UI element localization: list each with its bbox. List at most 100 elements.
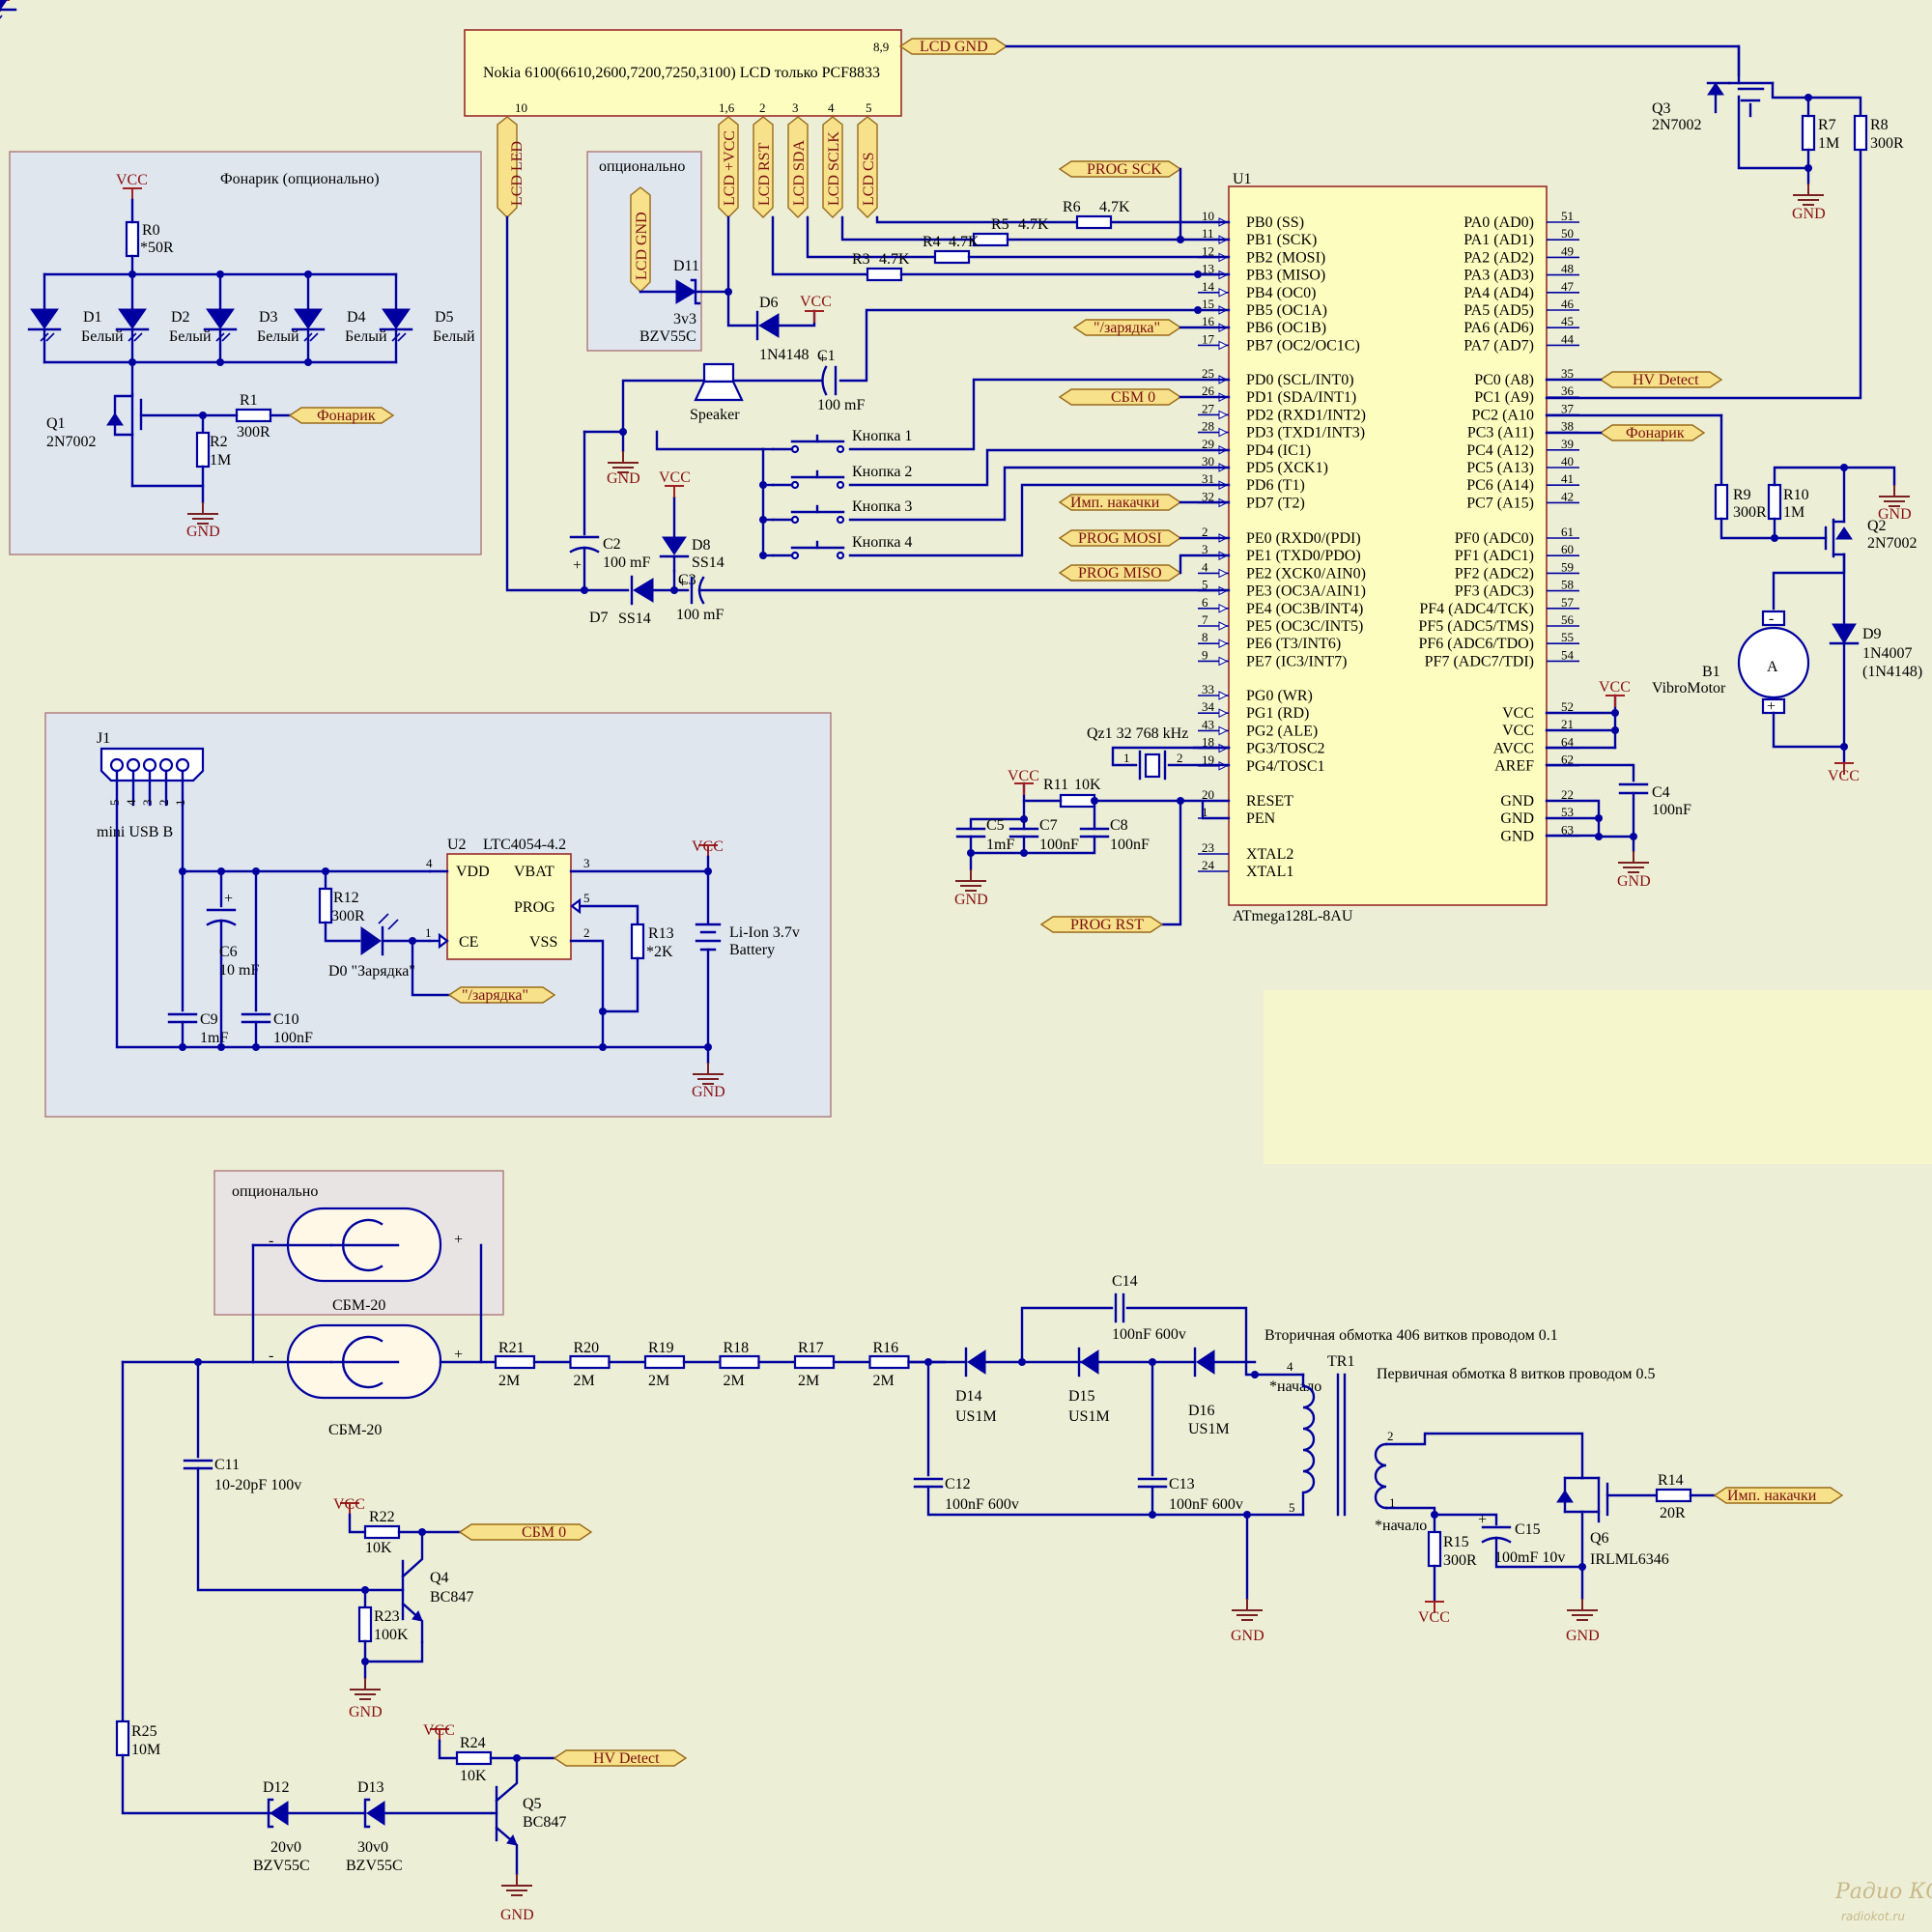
svg-text:PROG SCK: PROG SCK <box>1087 161 1162 178</box>
svg-text:14: 14 <box>1202 279 1215 294</box>
svg-text:BZV55C: BZV55C <box>639 328 696 345</box>
svg-text:Белый: Белый <box>433 328 475 345</box>
svg-text:GND: GND <box>186 524 220 540</box>
d6-diode <box>755 310 780 341</box>
svg-text:D14: D14 <box>955 1388 982 1405</box>
svg-text:R13: R13 <box>648 925 674 942</box>
svg-text:2: 2 <box>1202 525 1208 539</box>
svg-text:*50R: *50R <box>140 240 174 256</box>
svg-text:37: 37 <box>1561 401 1575 415</box>
svg-text:Фонарик: Фонарик <box>1626 425 1685 441</box>
svg-text:+: + <box>224 891 233 907</box>
svg-text:VBAT: VBAT <box>514 864 554 880</box>
svg-text:R6: R6 <box>1063 199 1081 215</box>
svg-text:24: 24 <box>1202 858 1215 872</box>
svg-text:D5: D5 <box>435 309 454 326</box>
svg-text:10 mF: 10 mF <box>219 962 259 979</box>
svg-text:44: 44 <box>1561 331 1575 346</box>
svg-text:7: 7 <box>1202 612 1208 627</box>
svg-text:VCC: VCC <box>423 1722 455 1739</box>
svg-text:3: 3 <box>1202 542 1208 556</box>
push-button-4: Кнопка 4 <box>759 534 912 560</box>
svg-text:32: 32 <box>1202 489 1214 503</box>
svg-text:PEN: PEN <box>1246 810 1276 827</box>
svg-text:56: 56 <box>1561 612 1575 627</box>
transformer-tr1 <box>1301 1373 1388 1517</box>
svg-text:4.7K: 4.7K <box>949 234 980 250</box>
svg-text:PF5 (ADC5/TMS): PF5 (ADC5/TMS) <box>1418 618 1534 635</box>
svg-text:PE1 (TXD0/PDO): PE1 (TXD0/PDO) <box>1246 548 1361 564</box>
svg-text:Q5: Q5 <box>523 1796 542 1812</box>
d7-diode <box>630 575 654 606</box>
svg-text:26: 26 <box>1202 384 1215 398</box>
svg-text:VCC: VCC <box>333 1496 365 1513</box>
flag-fonarik-right: Фонарик <box>1599 424 1706 441</box>
svg-text:PG2 (ALE): PG2 (ALE) <box>1246 723 1318 739</box>
svg-text:VCC: VCC <box>692 838 724 855</box>
svg-text:6: 6 <box>1202 595 1208 610</box>
lcd-pin-sclk: 4 <box>828 100 835 115</box>
svg-text:PC7 (A15): PC7 (A15) <box>1466 495 1534 511</box>
svg-text:Li-Ion 3.7v: Li-Ion 3.7v <box>729 924 800 941</box>
svg-text:СБМ-20: СБМ-20 <box>328 1422 382 1438</box>
flag-prog-miso: PROG MISO <box>1058 564 1182 582</box>
flag-lcd-vcc: LCD +VCC <box>718 116 739 218</box>
svg-text:64: 64 <box>1561 734 1575 749</box>
svg-text:IRLML6346: IRLML6346 <box>1590 1551 1669 1568</box>
svg-text:+: + <box>818 351 827 367</box>
d12-zener <box>267 1798 289 1829</box>
svg-text:1N4007: 1N4007 <box>1862 645 1913 662</box>
flag-lcd-gnd: LCD GND <box>898 38 1009 55</box>
svg-text:C8: C8 <box>1110 817 1128 834</box>
svg-text:R12: R12 <box>333 890 359 906</box>
svg-text:38: 38 <box>1561 419 1574 434</box>
svg-text:C11: C11 <box>214 1457 240 1473</box>
svg-text:PF2 (ADC2): PF2 (ADC2) <box>1455 565 1534 582</box>
watermark-url: radiokot.ru <box>1841 1910 1905 1923</box>
svg-text:D16: D16 <box>1188 1403 1215 1419</box>
svg-text:1: 1 <box>173 800 187 807</box>
optional-sbm-panel <box>213 1170 504 1316</box>
svg-text:PF4 (ADC4/TCK): PF4 (ADC4/TCK) <box>1419 601 1534 617</box>
svg-text:62: 62 <box>1561 753 1574 767</box>
q3-mosfet <box>1706 81 1775 118</box>
svg-text:PROG MOSI: PROG MOSI <box>1078 530 1162 547</box>
svg-text:PG3/TOSC2: PG3/TOSC2 <box>1246 741 1325 757</box>
svg-text:R25: R25 <box>131 1723 157 1740</box>
svg-text:+: + <box>573 557 582 574</box>
svg-text:10M: 10M <box>131 1742 160 1758</box>
svg-text:57: 57 <box>1561 595 1575 610</box>
svg-text:28: 28 <box>1202 419 1214 434</box>
crystal-qz1 <box>1144 753 1161 779</box>
svg-text:PG1 (RD): PG1 (RD) <box>1246 705 1309 722</box>
svg-text:D0 "Зарядка": D0 "Зарядка" <box>328 963 415 980</box>
motor-b1: A - + <box>1737 610 1810 715</box>
svg-text:LTC4054-4.2: LTC4054-4.2 <box>483 837 566 853</box>
svg-text:-: - <box>1769 611 1774 627</box>
svg-text:LCD RST: LCD RST <box>756 142 773 206</box>
svg-text:2M: 2M <box>648 1373 669 1389</box>
svg-text:45: 45 <box>1561 314 1574 328</box>
svg-text:C1: C1 <box>817 348 836 364</box>
svg-text:100nF 600v: 100nF 600v <box>945 1496 1019 1513</box>
svg-text:C14: C14 <box>1112 1273 1138 1290</box>
svg-text:R9: R9 <box>1733 487 1751 503</box>
svg-text:61: 61 <box>1561 525 1574 539</box>
svg-text:R17: R17 <box>798 1340 824 1356</box>
svg-text:54: 54 <box>1561 647 1575 662</box>
svg-text:2M: 2M <box>574 1373 595 1389</box>
svg-text:R24: R24 <box>460 1735 486 1751</box>
svg-text:PC3 (A11): PC3 (A11) <box>1467 425 1534 441</box>
svg-text:VibroMotor: VibroMotor <box>1652 680 1726 696</box>
